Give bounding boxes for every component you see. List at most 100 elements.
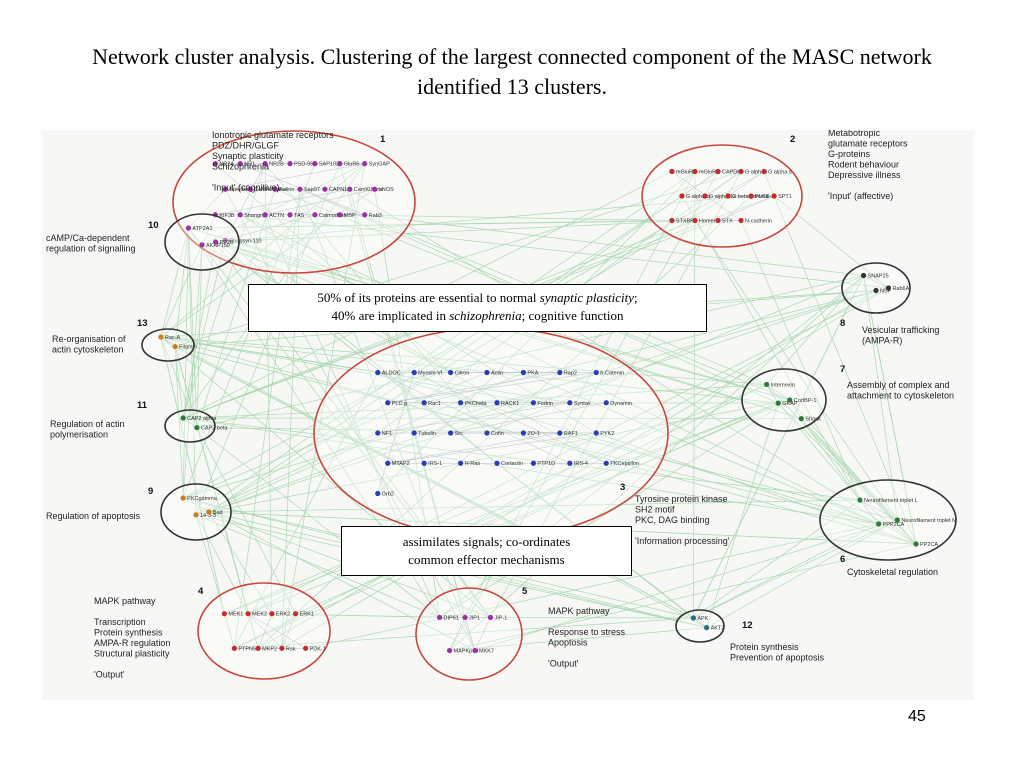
protein-label: ACTN [269,213,284,219]
protein-node [375,369,381,376]
protein-node [411,430,417,436]
edge [265,188,375,216]
edge [247,613,306,649]
protein-label: Calmodulin [319,213,347,219]
protein-node [457,460,464,466]
protein-node [484,369,490,376]
edge [863,275,889,289]
protein-node [158,334,164,340]
protein-node [913,541,919,547]
protein-label: JIP-1 [494,615,507,621]
cluster-ring [415,587,523,681]
protein-node [603,400,609,406]
edge [160,336,534,404]
protein-node [247,186,253,192]
callout-top-line2-em: schizophrenia [449,308,522,323]
cluster-6: Neurofilament triplet LPPP2CANeurofilame… [819,479,957,577]
edge [225,240,498,464]
edge [305,523,879,649]
cluster-description-line: glutamate receptors [828,139,908,149]
protein-label: MTAP2 [392,461,410,467]
edge [196,427,296,614]
protein-node [771,193,777,199]
edge [234,617,694,649]
cluster-description-line: Transcription [94,617,146,627]
protein-label: NR2B [269,162,284,168]
edge [182,241,216,419]
cluster-ring [819,479,957,561]
edge [215,220,695,243]
edge [208,511,273,614]
edge [693,275,864,619]
cluster-number: 8 [840,318,845,329]
protein-node [787,397,793,403]
edge [424,287,889,404]
protein-label: CaMKIIalpha [254,187,287,193]
protein-label: AKT2 [711,626,725,632]
edge [295,399,790,615]
protein-label: Sap97 [304,187,320,193]
edge [693,519,898,619]
edge [281,613,296,649]
cluster-description-line: 'Information processing' [635,536,730,546]
protein-node [362,161,368,167]
protein-node [557,369,563,376]
edge [240,214,889,289]
protein-label: ZO-1 [527,431,540,437]
protein-node [185,225,192,231]
protein-label: NF1 [382,431,392,437]
edge [789,399,802,419]
edge [693,523,879,619]
edge [450,402,607,434]
protein-node [567,400,573,406]
edge [349,188,917,545]
protein-node [272,186,278,192]
edge [859,499,879,525]
edge [174,346,259,649]
cluster-ring [197,582,331,680]
protein-label: Rab3 [369,213,382,219]
callout-top-line1-post: ; [634,290,638,305]
protein-label: CAPDH [722,170,741,176]
protein-label: RACK1 [501,401,519,407]
cluster-description-line: Regulation of actin [50,419,125,429]
cluster-description-line: PKC, DAG binding [635,515,710,525]
edge [160,336,378,373]
protein-node [885,285,892,291]
edge [182,244,203,499]
protein-node [337,212,343,218]
protein-label: PKCgamma [187,496,218,502]
cluster-number: 5 [522,586,528,597]
cluster-description-line: Structural plasticity [94,649,170,659]
protein-label: PP2CA [920,542,938,548]
protein-node [222,237,228,243]
edge [693,617,707,628]
protein-label: G alpha 12 [709,194,736,200]
protein-node [494,400,500,406]
cluster-ring [675,609,725,643]
protein-node [876,521,882,527]
edge [215,188,350,216]
edge [474,617,491,651]
protein-label: Shangrila [244,213,268,219]
cluster-description-line: Assembly of complex and [847,380,950,390]
protein-label: SPT1 [778,194,792,200]
protein-node [487,614,494,621]
edge [281,287,889,649]
protein-label: Dynamin [610,401,632,407]
cluster-number: 12 [742,620,753,631]
protein-node [180,415,186,421]
cluster-description-line: Response to stress [548,627,626,637]
cluster-ring [160,483,232,541]
protein-label: PKCbeta [465,401,488,407]
protein-node [690,615,697,621]
edge [196,275,864,428]
cluster-description-line: Cytoskeletal regulation [847,567,938,577]
protein-label: Tubulin [418,431,436,437]
